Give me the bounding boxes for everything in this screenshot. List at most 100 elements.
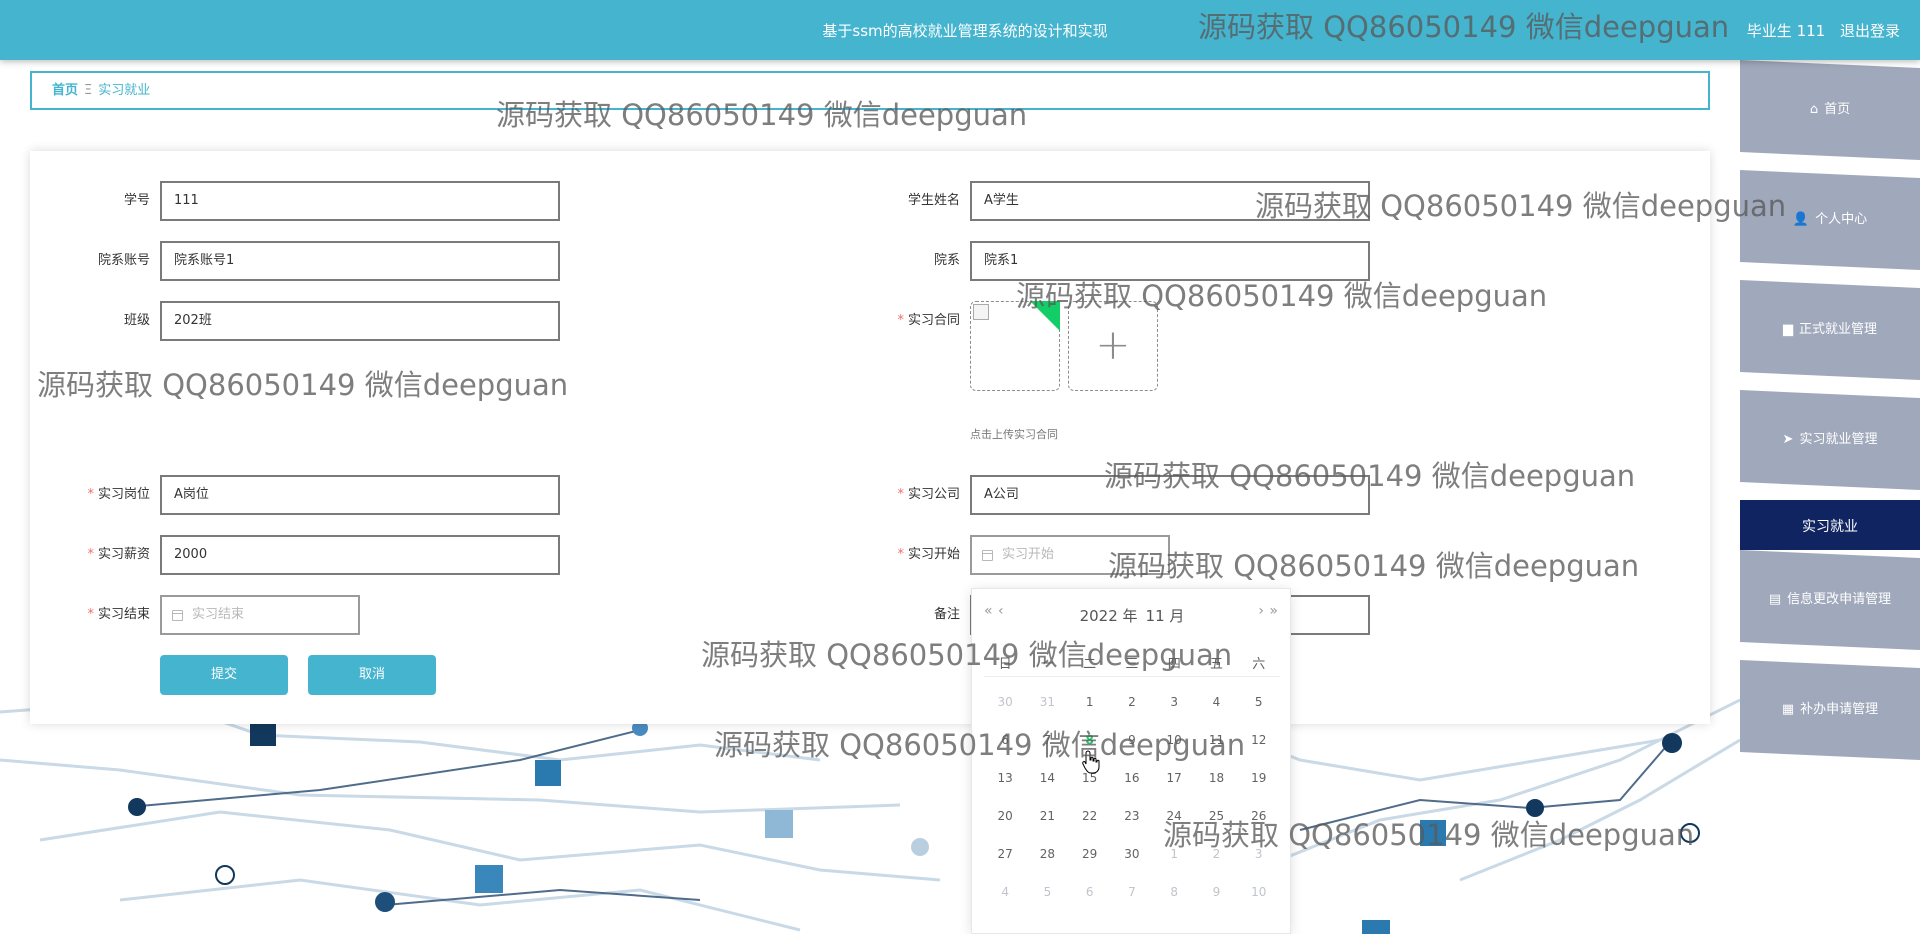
student-name-label: 学生姓名 <box>907 193 960 208</box>
date-picker-year[interactable]: 2022 年 <box>1079 607 1138 625</box>
prev-month-icon[interactable]: ‹ <box>998 603 1004 619</box>
dept-account-input[interactable]: 院系账号1 <box>160 241 560 281</box>
date-cell[interactable]: 26 <box>1251 809 1267 823</box>
sidebar-item-2[interactable]: 👤个人中心 <box>1740 170 1920 270</box>
position-input[interactable]: A岗位 <box>160 475 560 515</box>
upload-success-badge <box>1030 301 1060 331</box>
date-cell[interactable]: 10 <box>1251 885 1267 899</box>
date-cell[interactable]: 7 <box>1043 733 1052 747</box>
company-label: *实习公司 <box>897 487 960 502</box>
weekday-label: 四 <box>1167 657 1181 672</box>
sidebar-item-4[interactable]: ➤实习就业管理 <box>1740 390 1920 490</box>
student-no-input[interactable]: 111 <box>160 181 560 221</box>
briefcase-icon: ▆ <box>1782 322 1793 337</box>
hand-cursor-icon <box>1082 750 1100 774</box>
date-cell[interactable]: 29 <box>1082 847 1098 861</box>
date-cell[interactable]: 23 <box>1124 809 1140 823</box>
internship-form-card: 学号 111 学生姓名 A学生 院系账号 院系账号1 院系 院系1 班级 202… <box>30 151 1710 724</box>
date-cell[interactable]: 7 <box>1128 885 1136 899</box>
sidebar-item-6[interactable]: ▤信息更改申请管理 <box>1740 550 1920 650</box>
date-cell[interactable]: 5 <box>1254 695 1263 709</box>
student-name-input[interactable]: A学生 <box>970 181 1370 221</box>
sidebar-item-3[interactable]: ▆正式就业管理 <box>1740 280 1920 380</box>
sidebar-item-label: 补办申请管理 <box>1800 702 1879 717</box>
date-cell[interactable]: 5 <box>1043 885 1052 899</box>
sidebar-item-content: ⌂首页 <box>1740 98 1920 117</box>
date-cell[interactable]: 12 <box>1251 733 1267 747</box>
date-cell[interactable]: 1 <box>1085 695 1094 709</box>
breadcrumb-home-link[interactable]: 首页 <box>52 83 79 98</box>
date-cell[interactable]: 18 <box>1208 771 1225 785</box>
company-input[interactable]: A公司 <box>970 475 1370 515</box>
next-year-icon[interactable]: » <box>1269 603 1278 619</box>
sidebar-item-label: 信息更改申请管理 <box>1787 592 1892 607</box>
sidebar-item-7[interactable]: ▦ 补办申请管理 <box>1740 660 1920 760</box>
required-mark: * <box>87 547 94 562</box>
date-cell[interactable]: 13 <box>997 771 1013 785</box>
date-cell[interactable]: 8 <box>1170 885 1179 899</box>
class-input[interactable]: 202班 <box>160 301 560 341</box>
date-picker-month[interactable]: 11 月 <box>1145 607 1185 625</box>
sidebar-item-content: ➤实习就业管理 <box>1740 428 1920 447</box>
home-icon: ⌂ <box>1809 102 1819 117</box>
date-cell[interactable]: 17 <box>1166 771 1182 785</box>
salary-input[interactable]: 2000 <box>160 535 560 575</box>
date-cell[interactable]: 6 <box>1001 733 1009 747</box>
date-cell[interactable]: 14 <box>1039 771 1056 785</box>
date-cell-today[interactable]: 8 <box>1085 733 1094 747</box>
date-cell[interactable]: 21 <box>1039 809 1056 823</box>
submit-button[interactable]: 提交 <box>160 655 288 695</box>
salary-label: *实习薪资 <box>87 547 150 562</box>
date-cell[interactable]: 19 <box>1251 771 1267 785</box>
date-cell[interactable]: 4 <box>1212 695 1221 709</box>
breadcrumb-separator: Ξ <box>84 83 93 98</box>
date-cell[interactable]: 3 <box>1170 695 1179 709</box>
field-salary: *实习薪资 2000 <box>30 535 630 575</box>
sidebar-item-5[interactable]: 实习就业 <box>1740 500 1920 550</box>
weekday-label: 二 <box>1083 657 1097 672</box>
date-cell[interactable]: 2 <box>1128 695 1136 709</box>
date-cell[interactable]: 27 <box>997 847 1013 861</box>
cancel-button[interactable]: 取消 <box>308 655 436 695</box>
field-student-name: 学生姓名 A学生 <box>840 181 1440 221</box>
sidebar-item-content: ▦ 补办申请管理 <box>1740 698 1920 717</box>
date-cell[interactable]: 9 <box>1212 885 1221 899</box>
calendar-icon <box>982 550 993 561</box>
date-cell[interactable]: 6 <box>1085 885 1094 899</box>
calendar-icon <box>172 610 183 621</box>
date-cell[interactable]: 30 <box>1124 847 1140 861</box>
date-cell[interactable]: 2 <box>1212 847 1221 861</box>
date-cell[interactable]: 9 <box>1128 733 1136 747</box>
date-cell[interactable]: 11 <box>1208 733 1225 747</box>
contract-label: *实习合同 <box>897 313 960 328</box>
start-date-input[interactable]: 实习开始 <box>970 535 1170 575</box>
dept-account-label: 院系账号 <box>97 253 150 268</box>
sidebar-item-1[interactable]: ⌂首页 <box>1740 60 1920 160</box>
field-company: *实习公司 A公司 <box>840 475 1440 515</box>
date-cell[interactable]: 10 <box>1166 733 1182 747</box>
prev-year-icon[interactable]: « <box>984 603 993 619</box>
date-cell[interactable]: 4 <box>1001 885 1009 899</box>
date-cell[interactable]: 31 <box>1039 695 1056 709</box>
contract-upload-button[interactable]: + <box>1068 301 1158 391</box>
date-cell[interactable]: 28 <box>1039 847 1056 861</box>
required-mark: * <box>897 313 904 328</box>
end-date-input[interactable]: 实习结束 <box>160 595 360 635</box>
next-month-icon[interactable]: › <box>1258 603 1264 619</box>
date-cell[interactable]: 15 <box>1082 771 1098 785</box>
date-cell[interactable]: 25 <box>1208 809 1225 823</box>
grid-icon: ▦ <box>1781 702 1795 717</box>
date-cell[interactable]: 3 <box>1254 847 1263 861</box>
date-cell[interactable]: 20 <box>997 809 1013 823</box>
date-cell[interactable]: 30 <box>997 695 1013 709</box>
date-cell[interactable]: 24 <box>1166 809 1182 823</box>
dept-input[interactable]: 院系1 <box>970 241 1370 281</box>
date-cell[interactable]: 22 <box>1082 809 1098 823</box>
date-cell[interactable]: 1 <box>1170 847 1179 861</box>
date-cell[interactable]: 16 <box>1124 771 1140 785</box>
logout-link[interactable]: 退出登录 <box>1839 22 1900 40</box>
header-user-area: 毕业生 111 退出登录 <box>1737 0 1900 60</box>
contract-uploaded-file[interactable] <box>970 301 1060 391</box>
